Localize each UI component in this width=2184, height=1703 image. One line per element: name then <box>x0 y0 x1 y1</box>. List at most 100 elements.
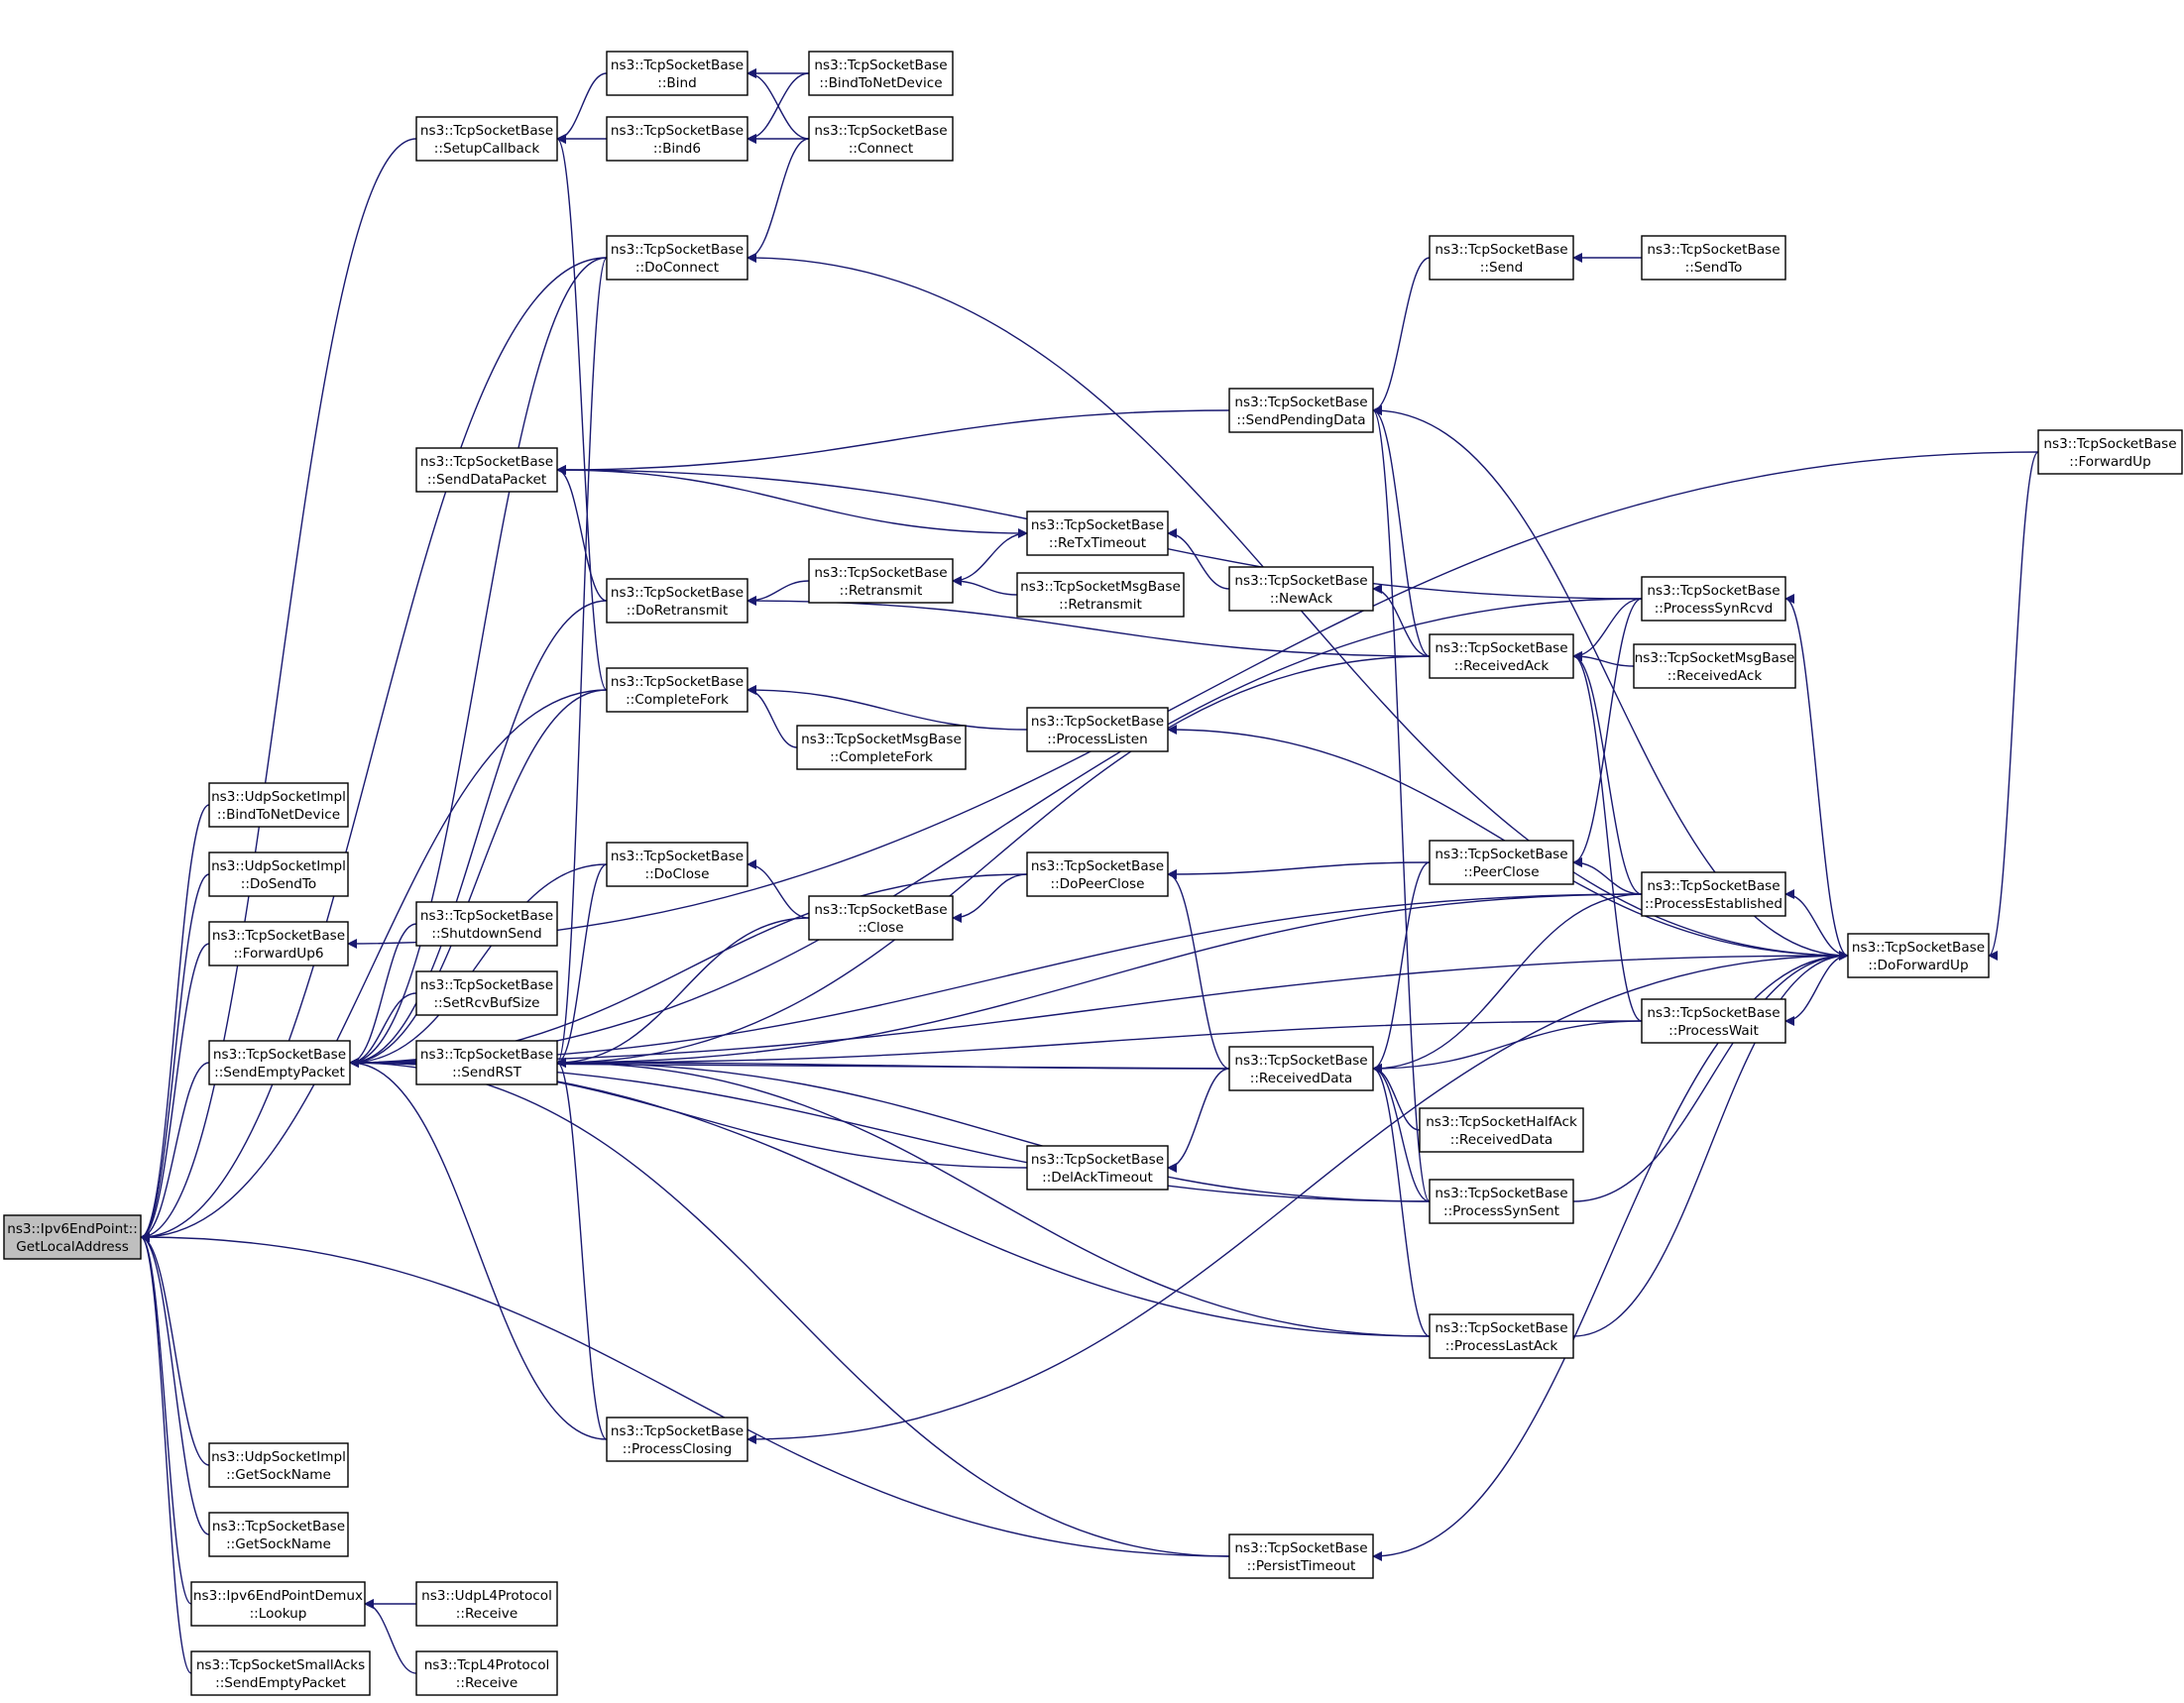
graph-node-bindNet[interactable]: ns3::TcpSocketBase::BindToNetDevice <box>808 51 954 96</box>
graph-node-sendPending[interactable]: ns3::TcpSocketBase::SendPendingData <box>1228 388 1374 433</box>
graph-node-sendRST[interactable]: ns3::TcpSocketBase::SendRST <box>415 1040 558 1085</box>
node-label-line: ::BindToNetDevice <box>819 75 942 91</box>
graph-node-halfAckRecv[interactable]: ns3::TcpSocketHalfAck::ReceivedData <box>1419 1107 1584 1153</box>
graph-node-tcpGetSock[interactable]: ns3::TcpSocketBase::GetSockName <box>208 1512 349 1557</box>
graph-node-recvAck[interactable]: ns3::TcpSocketBase::ReceivedAck <box>1429 633 1574 679</box>
graph-node-recvData[interactable]: ns3::TcpSocketBase::ReceivedData <box>1228 1046 1374 1091</box>
graph-node-udpDoSendTo[interactable]: ns3::UdpSocketImpl::DoSendTo <box>208 852 349 897</box>
node-box <box>1016 572 1185 618</box>
node-box <box>606 578 748 624</box>
graph-node-sendData[interactable]: ns3::TcpSocketBase::SendDataPacket <box>415 447 558 493</box>
edge-fwdUp-to-doFwdUp <box>1988 451 2039 961</box>
edge-procClosing-to-sendRST <box>556 1058 608 1440</box>
edge-close-to-doClose <box>747 859 810 919</box>
node-label-line: ::ForwardUp <box>2069 454 2150 470</box>
graph-node-retx[interactable]: ns3::TcpSocketBase::Retransmit <box>808 558 954 604</box>
node-label-line: ::Send <box>1480 260 1523 276</box>
graph-node-udpBind[interactable]: ns3::UdpSocketImpl::BindToNetDevice <box>208 782 349 828</box>
node-label-line: ::ReceivedData <box>1450 1132 1552 1148</box>
edge-procEst-to-recvAck <box>1572 651 1643 895</box>
graph-node-tcpRecv[interactable]: ns3::TcpL4Protocol::Receive <box>415 1650 558 1696</box>
node-label-line: ns3::Ipv6EndPointDemux <box>193 1588 363 1604</box>
node-box <box>1641 235 1786 281</box>
node-label-line: ::ReceivedAck <box>1667 668 1763 684</box>
node-label-line: ::CompleteFork <box>626 692 729 708</box>
node-label-line: ::Lookup <box>250 1606 307 1622</box>
node-box <box>808 558 954 604</box>
node-box <box>415 447 558 493</box>
graph-node-doPeerClose[interactable]: ns3::TcpSocketBase::DoPeerClose <box>1026 852 1169 897</box>
graph-node-reTxTimeout[interactable]: ns3::TcpSocketBase::ReTxTimeout <box>1026 511 1169 556</box>
graph-node-udpRecv[interactable]: ns3::UdpL4Protocol::Receive <box>415 1581 558 1627</box>
graph-node-delAck[interactable]: ns3::TcpSocketBase::DelAckTimeout <box>1026 1145 1169 1191</box>
node-label-line: ns3::UdpL4Protocol <box>421 1588 552 1604</box>
graph-node-doClose[interactable]: ns3::TcpSocketBase::DoClose <box>606 842 748 887</box>
graph-node-procSynSent[interactable]: ns3::TcpSocketBase::ProcessSynSent <box>1429 1179 1574 1224</box>
node-label-line: ::ProcessSynSent <box>1443 1203 1559 1219</box>
node-box <box>1633 643 1796 689</box>
graph-node-doFwdUp[interactable]: ns3::TcpSocketBase::DoForwardUp <box>1847 933 1990 978</box>
node-box <box>1641 871 1786 917</box>
graph-node-send[interactable]: ns3::TcpSocketBase::Send <box>1429 235 1574 281</box>
node-label-line: ::DelAckTimeout <box>1042 1170 1153 1186</box>
node-box <box>415 116 558 162</box>
node-box <box>606 116 748 162</box>
edge-retx-to-doRetx <box>747 580 810 606</box>
node-label-line: ::CompleteFork <box>830 749 933 765</box>
graph-node-udpGetSock[interactable]: ns3::UdpSocketImpl::GetSockName <box>208 1442 349 1488</box>
graph-node-root[interactable]: ns3::Ipv6EndPoint::GetLocalAddress <box>3 1214 142 1260</box>
graph-node-compFork[interactable]: ns3::TcpSocketBase::CompleteFork <box>606 667 748 713</box>
node-label-line: ns3::TcpSocketBase <box>611 57 744 73</box>
node-box <box>1228 566 1374 612</box>
graph-node-newAck[interactable]: ns3::TcpSocketBase::NewAck <box>1228 566 1374 612</box>
graph-node-close[interactable]: ns3::TcpSocketBase::Close <box>808 895 954 941</box>
graph-node-bind[interactable]: ns3::TcpSocketBase::Bind <box>606 51 748 96</box>
node-label-line: ns3::UdpSocketImpl <box>211 789 346 805</box>
node-box <box>2037 429 2183 475</box>
node-label-line: ::SendEmptyPacket <box>214 1065 345 1080</box>
graph-node-procClosing[interactable]: ns3::TcpSocketBase::ProcessClosing <box>606 1417 748 1462</box>
graph-node-setupCb[interactable]: ns3::TcpSocketBase::SetupCallback <box>415 116 558 162</box>
node-box <box>606 667 748 713</box>
graph-node-msgRecvAck[interactable]: ns3::TcpSocketMsgBase::ReceivedAck <box>1633 643 1796 689</box>
node-label-line: ::PeerClose <box>1463 864 1539 880</box>
graph-node-procLastAck[interactable]: ns3::TcpSocketBase::ProcessLastAck <box>1429 1313 1574 1359</box>
graph-node-doConnect[interactable]: ns3::TcpSocketBase::DoConnect <box>606 235 748 281</box>
graph-node-bind6[interactable]: ns3::TcpSocketBase::Bind6 <box>606 116 748 162</box>
graph-node-procEst[interactable]: ns3::TcpSocketBase::ProcessEstablished <box>1641 871 1786 917</box>
graph-node-fwdUp[interactable]: ns3::TcpSocketBase::ForwardUp <box>2037 429 2183 475</box>
graph-node-sendTo[interactable]: ns3::TcpSocketBase::SendTo <box>1641 235 1786 281</box>
node-box <box>208 1040 351 1085</box>
graph-node-peerClose[interactable]: ns3::TcpSocketBase::PeerClose <box>1429 840 1574 885</box>
node-box <box>415 901 558 947</box>
graph-node-setRcv[interactable]: ns3::TcpSocketBase::SetRcvBufSize <box>415 970 558 1016</box>
graph-node-msgRetx[interactable]: ns3::TcpSocketMsgBase::Retransmit <box>1016 572 1185 618</box>
node-label-line: ::DoRetransmit <box>627 603 728 619</box>
node-label-line: ::SendRST <box>452 1065 521 1080</box>
edge-doFwdUp-to-procSynRcvd <box>1784 594 1849 957</box>
graph-node-persist[interactable]: ns3::TcpSocketBase::PersistTimeout <box>1228 1533 1374 1579</box>
graph-node-procSynRcvd[interactable]: ns3::TcpSocketBase::ProcessSynRcvd <box>1641 576 1786 622</box>
graph-node-smallAcks[interactable]: ns3::TcpSocketSmallAcks::SendEmptyPacket <box>190 1650 371 1696</box>
node-box <box>208 921 349 966</box>
graph-node-shutdown[interactable]: ns3::TcpSocketBase::ShutdownSend <box>415 901 558 947</box>
graph-node-demuxLookup[interactable]: ns3::Ipv6EndPointDemux::Lookup <box>190 1581 366 1627</box>
node-label-line: ns3::TcpSocketBase <box>611 242 744 258</box>
edge-compFork-to-setupCb <box>556 134 608 691</box>
graph-node-procWait[interactable]: ns3::TcpSocketBase::ProcessWait <box>1641 998 1786 1044</box>
graph-node-connect[interactable]: ns3::TcpSocketBase::Connect <box>808 116 954 162</box>
node-label-line: ::SetRcvBufSize <box>433 995 539 1011</box>
edge-recvData-to-doPeerClose <box>1167 869 1230 1070</box>
node-label-line: ::SendTo <box>1685 260 1743 276</box>
node-label-line: ::ProcessListen <box>1047 732 1147 747</box>
graph-node-doRetx[interactable]: ns3::TcpSocketBase::DoRetransmit <box>606 578 748 624</box>
graph-node-procListen[interactable]: ns3::TcpSocketBase::ProcessListen <box>1026 707 1169 752</box>
node-label-line: ::Bind6 <box>653 141 701 157</box>
graph-node-fwdUp6[interactable]: ns3::TcpSocketBase::ForwardUp6 <box>208 921 349 966</box>
graph-node-msgCompFork[interactable]: ns3::TcpSocketMsgBase::CompleteFork <box>796 725 967 770</box>
edge-doFwdUp-to-procWait <box>1784 955 1849 1026</box>
edge-procSynRcvd-to-peerClose <box>1572 598 1643 867</box>
node-box <box>1429 1313 1574 1359</box>
node-label-line: ::ReTxTimeout <box>1049 535 1146 551</box>
graph-node-sendEmpty[interactable]: ns3::TcpSocketBase::SendEmptyPacket <box>208 1040 351 1085</box>
